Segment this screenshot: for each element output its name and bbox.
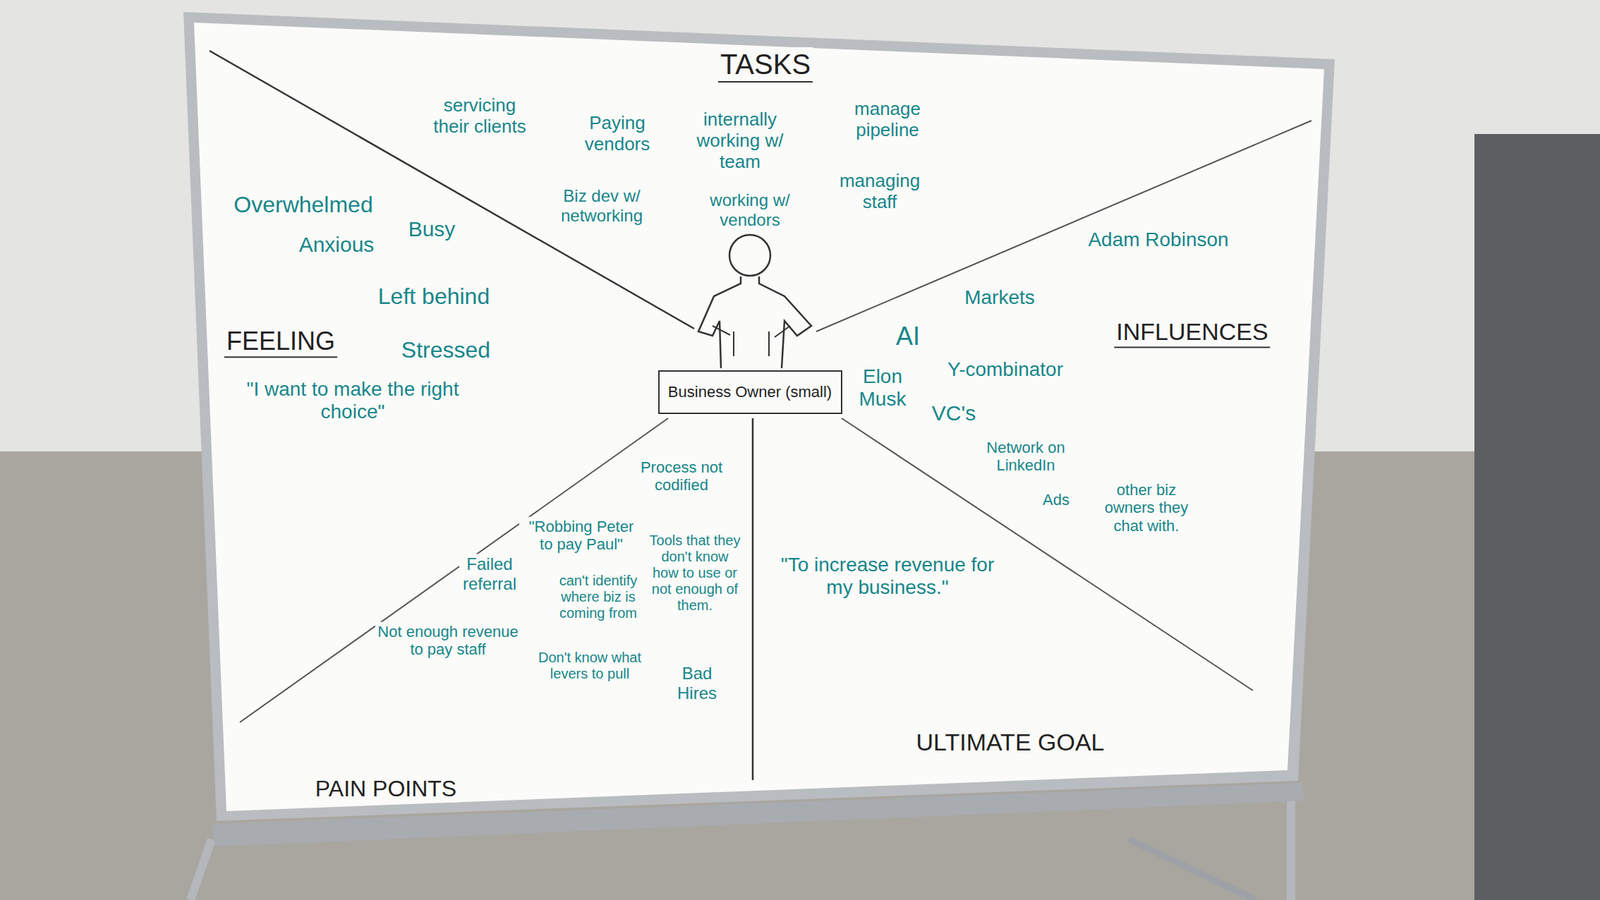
- stand-leg: [1286, 797, 1296, 900]
- partition-panel: [1474, 134, 1600, 900]
- sticky-note-text: Don't know what levers to pull: [527, 649, 652, 683]
- sticky-note-text: servicing their clients: [424, 94, 535, 139]
- sticky-note-text: Not enough revenue to pay staff: [375, 622, 521, 660]
- quadrant-line: [239, 418, 669, 723]
- sticky-note-text: Paying vendors: [569, 112, 666, 156]
- section-heading: PAIN POINTS: [313, 775, 459, 803]
- sticky-note-text: internally working w/ team: [685, 108, 796, 174]
- sticky-note-text: VC's: [929, 400, 978, 427]
- quadrant-line: [209, 50, 695, 329]
- sticky-note-text: "To increase revenue for my business.": [772, 553, 1003, 600]
- section-heading: TASKS: [718, 47, 813, 83]
- sticky-note-text: Elon Musk: [848, 364, 917, 412]
- sticky-note-text: Overwhelmed: [231, 191, 375, 219]
- sticky-note-text: other biz owners they chat with.: [1098, 480, 1195, 536]
- sticky-note-text: working w/ vendors: [687, 189, 812, 230]
- board-frame: [183, 11, 1335, 822]
- person-hands: [712, 325, 791, 357]
- sticky-note-text: Ads: [1040, 490, 1072, 510]
- sticky-note-text: Anxious: [297, 232, 377, 259]
- quadrant-line: [816, 120, 1312, 332]
- person-head: [729, 234, 771, 276]
- section-heading: INFLUENCES: [1113, 317, 1270, 348]
- person-body: [698, 276, 812, 369]
- persona-box: Business Owner (small): [658, 370, 843, 415]
- sticky-note-text: can't identify where biz is coming from: [550, 572, 647, 623]
- sticky-note-text: Busy: [406, 216, 458, 243]
- sticky-note-text: Markets: [962, 285, 1038, 310]
- sticky-note-text: AI: [893, 320, 923, 352]
- sticky-note-text: Tools that they don't know how to use or…: [646, 531, 743, 615]
- sticky-note-text: Network on LinkedIn: [974, 438, 1078, 476]
- sticky-note-text: Y-combinator: [945, 357, 1066, 382]
- sticky-note-text: "I want to make the right choice": [230, 377, 475, 424]
- stand-leg: [190, 839, 212, 900]
- stand-brace: [1128, 839, 1256, 900]
- section-heading: ULTIMATE GOAL: [913, 728, 1107, 757]
- persona-title: Business Owner (small): [668, 383, 832, 402]
- sticky-note-text: Adam Robinson: [1085, 227, 1231, 252]
- sticky-note-text: manage pipeline: [835, 98, 939, 142]
- sticky-note-text: Biz dev w/ networking: [536, 185, 668, 226]
- sticky-note-text: Bad Hires: [670, 663, 724, 704]
- quadrant-line: [752, 418, 755, 781]
- section-heading: FEELING: [224, 325, 338, 358]
- sticky-note-text: Left behind: [376, 282, 492, 311]
- board-surface: [194, 22, 1325, 812]
- sticky-note-text: Stressed: [399, 336, 493, 365]
- sticky-note-text: "Robbing Peter to pay Paul": [519, 517, 644, 555]
- sticky-note-text: Failed referral: [459, 553, 520, 595]
- sticky-note-text: Process not codified: [633, 457, 730, 496]
- sticky-note-text: managing staff: [824, 170, 935, 214]
